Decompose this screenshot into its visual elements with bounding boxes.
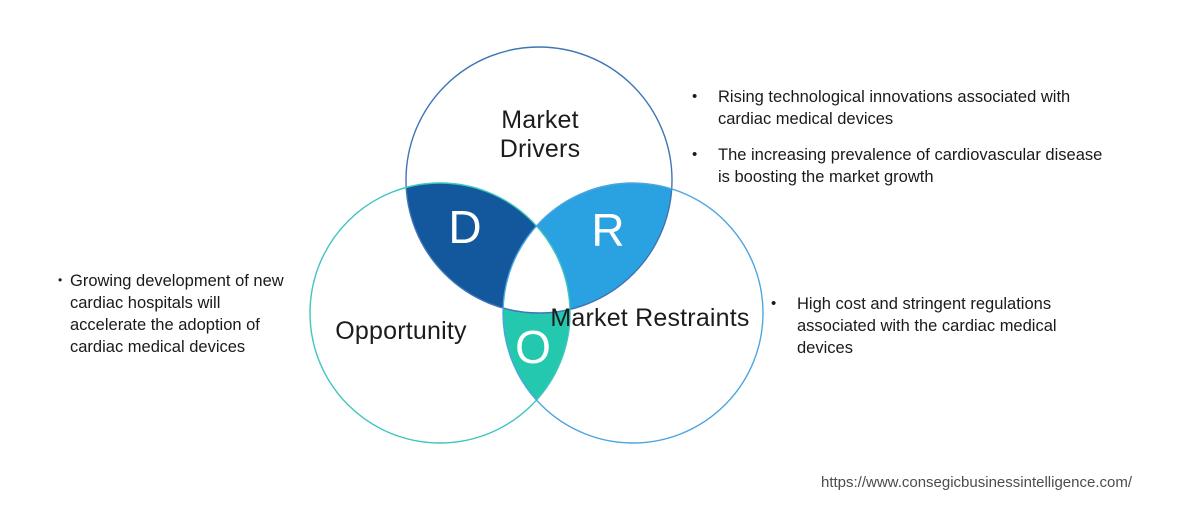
source-url: https://www.consegicbusinessintelligence… [821,474,1132,491]
bullet-icon: • [771,295,777,312]
drivers-annotation-list: • Rising technological innovations assoc… [692,86,1112,188]
circle-opportunity [309,182,571,444]
label-market-drivers: Market Drivers [499,106,581,163]
restraints-point-1: High cost and stringent regulations asso… [797,295,1057,357]
opportunity-point-1: Growing development of new cardiac hospi… [70,272,284,356]
opportunity-annotation-list: • Growing development of new cardiac hos… [58,270,300,358]
list-item: • Rising technological innovations assoc… [692,86,1112,130]
letter-d: D [448,201,482,253]
letter-r: R [591,204,625,256]
drivers-point-1: Rising technological innovations associa… [718,88,1071,128]
bullet-icon: • [692,88,698,105]
label-market-restraints: Market Restraints [550,304,750,332]
list-item: • The increasing prevalence of cardiovas… [692,144,1112,188]
overlap-drivers-restraints [503,183,672,313]
list-item: • High cost and stringent regulations as… [771,293,1071,359]
bullet-icon: • [692,146,698,163]
label-opportunity: Opportunity [335,317,467,345]
overlap-drivers-opportunity [406,183,570,313]
circle-market-drivers [405,46,673,314]
drivers-point-2: The increasing prevalence of cardiovascu… [718,146,1103,186]
list-item: • Growing development of new cardiac hos… [58,270,300,358]
restraints-annotation-list: • High cost and stringent regulations as… [771,293,1071,359]
letter-o: O [515,321,551,373]
bullet-icon: • [58,273,63,287]
circle-market-restraints [502,182,764,444]
